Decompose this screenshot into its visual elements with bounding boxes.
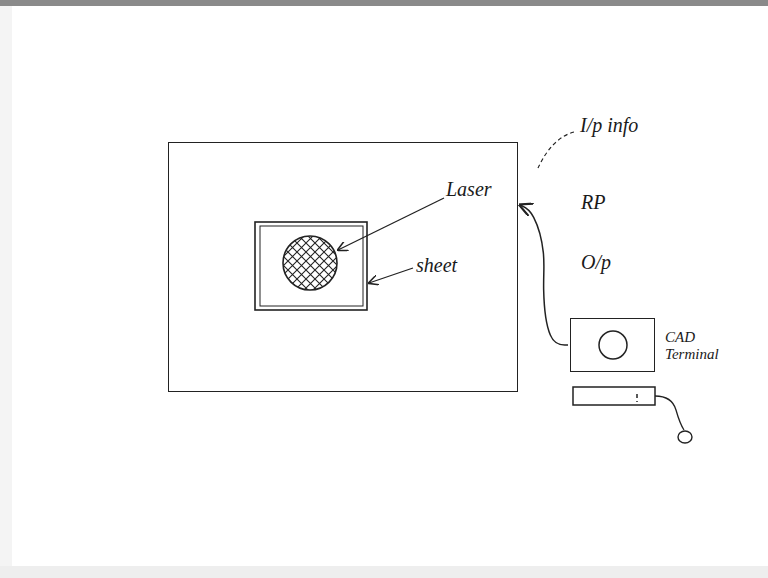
rp-machine: RP bbox=[168, 142, 518, 392]
keyboard bbox=[573, 387, 655, 405]
machine-label: RP bbox=[581, 191, 605, 213]
mouse bbox=[678, 431, 692, 443]
terminal-label: CAD Terminal bbox=[665, 329, 731, 362]
sheet-label: sheet bbox=[416, 254, 457, 276]
edge-label: O/p bbox=[579, 251, 613, 273]
input-leader bbox=[538, 132, 574, 168]
sheet-leader bbox=[369, 268, 413, 283]
hatched-part bbox=[283, 236, 337, 290]
output-arrow bbox=[520, 205, 568, 345]
sheet-frame bbox=[255, 222, 367, 310]
window-footer bbox=[0, 566, 768, 578]
window-bar bbox=[0, 0, 768, 6]
input-label: I/p info bbox=[580, 114, 638, 136]
laser-leader bbox=[338, 198, 444, 250]
cad-monitor: CAD Terminal bbox=[570, 318, 655, 372]
window-margin bbox=[0, 6, 12, 566]
sheet bbox=[260, 226, 363, 306]
mouse-cable bbox=[655, 396, 684, 430]
keyboard-keys bbox=[636, 394, 638, 402]
laser-label: Laser bbox=[446, 178, 492, 200]
screen-circle bbox=[599, 331, 627, 359]
